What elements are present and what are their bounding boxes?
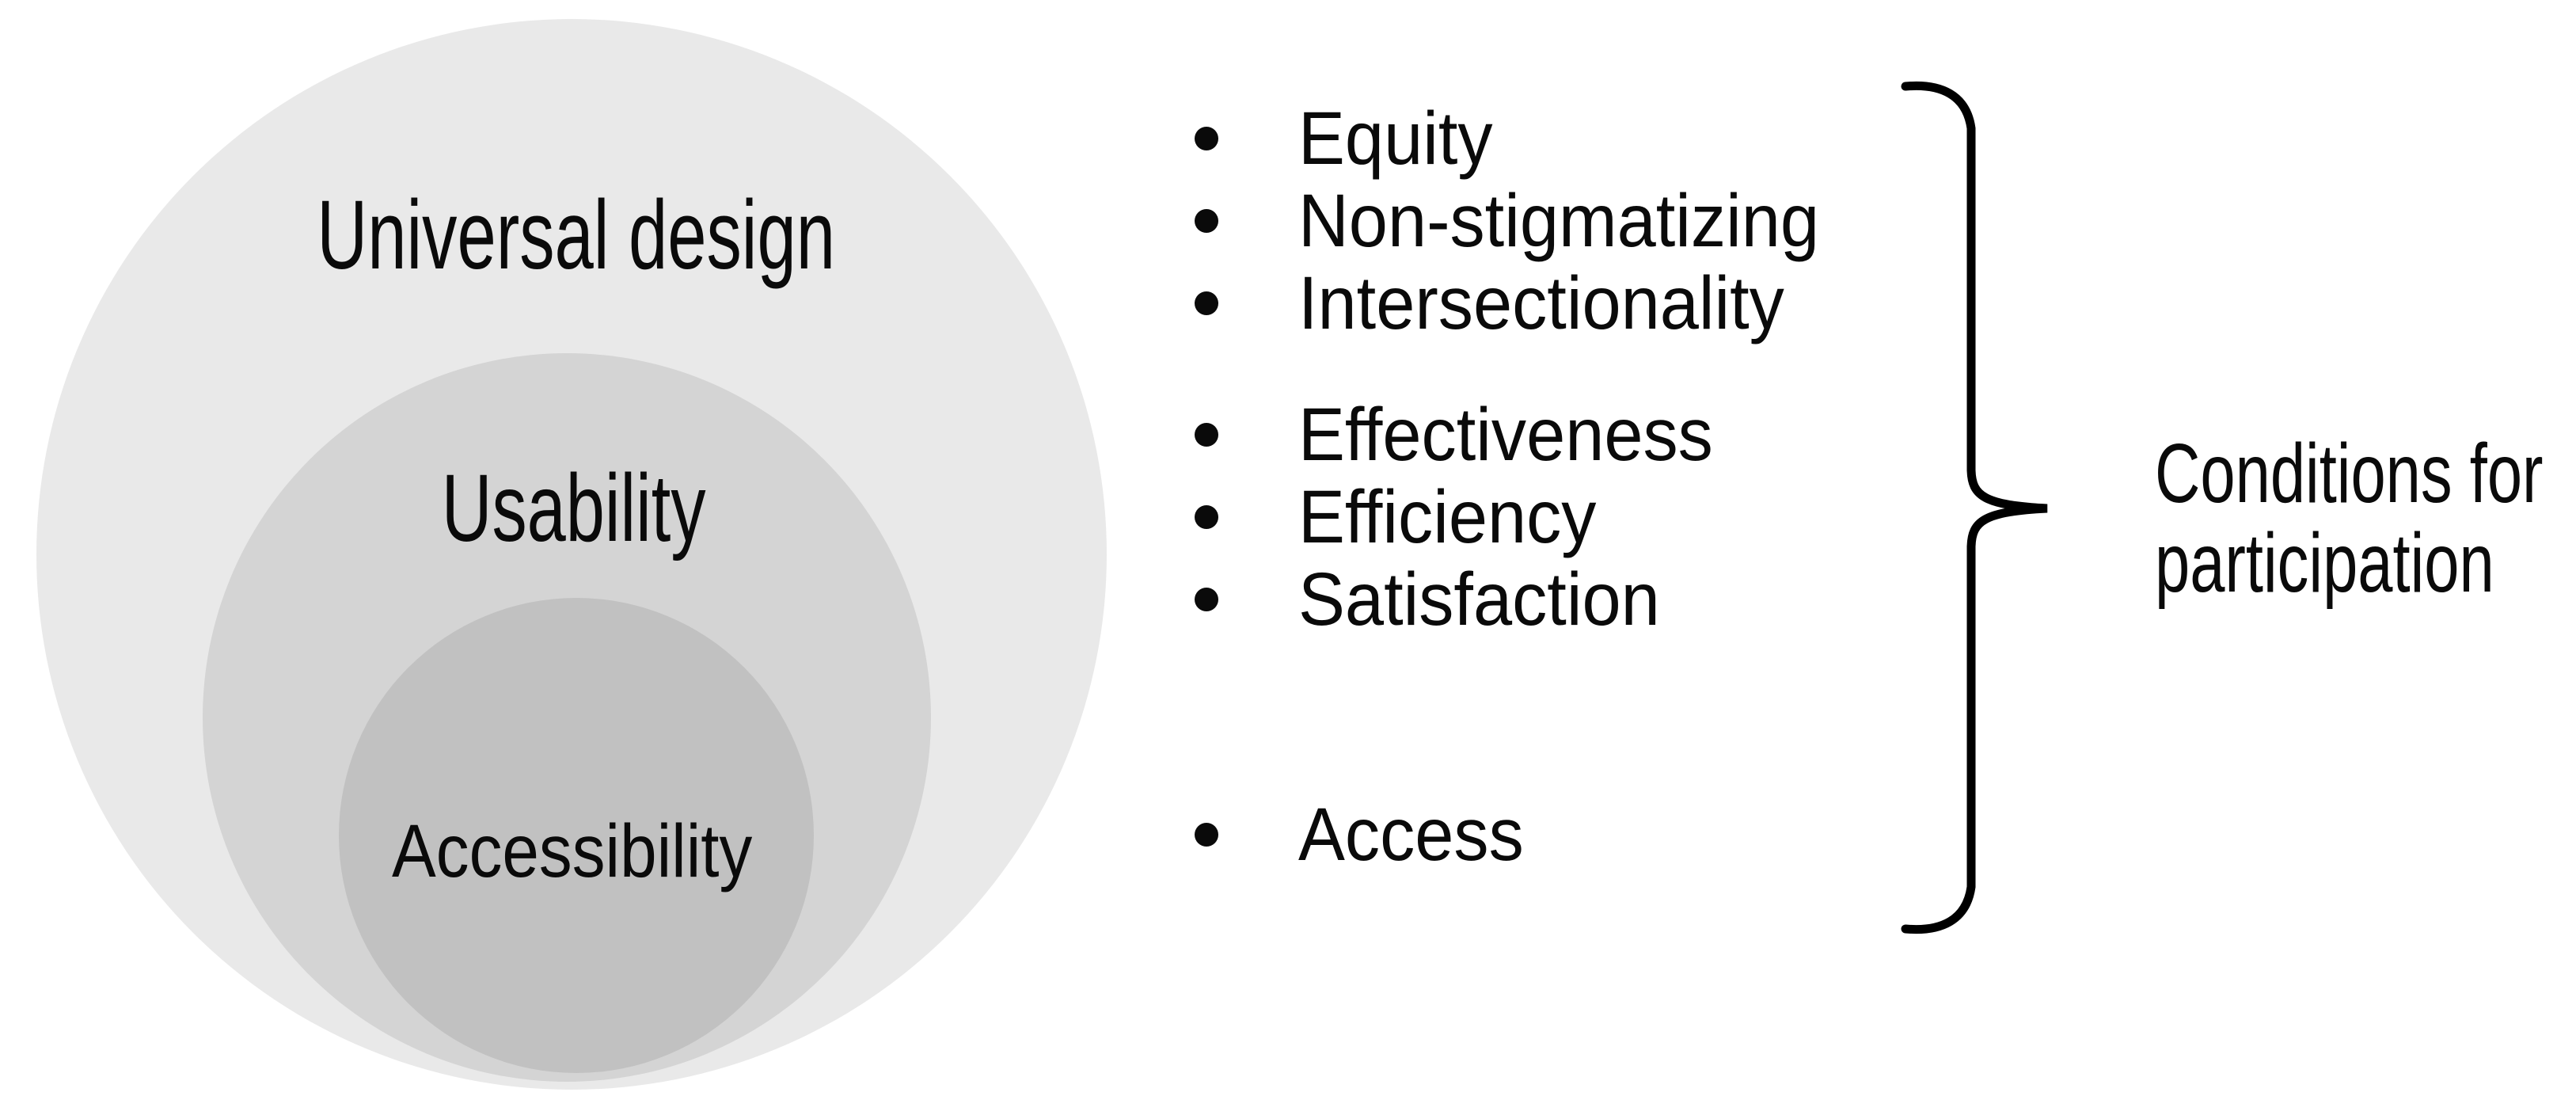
list-item: Effectiveness <box>1187 394 1979 476</box>
universal-design-label: Universal design <box>41 187 1111 284</box>
list-item: Equity <box>1187 97 1979 180</box>
accessibility-circle <box>339 598 814 1073</box>
bullet-icon <box>1195 505 1218 529</box>
bullet-label: Efficiency <box>1298 475 1597 559</box>
conditions-for-participation-label: Conditions for participation <box>2155 429 2576 608</box>
universal-design-bullet-list: Equity Non-stigmatizing Intersectionalit… <box>1187 97 1979 344</box>
usability-bullet-list: Effectiveness Efficiency Satisfaction <box>1187 394 1979 641</box>
universal-design-label-text: Universal design <box>317 181 836 290</box>
bullet-icon <box>1195 127 1218 150</box>
usability-label-text: Usability <box>442 454 706 561</box>
bullet-label: Access <box>1298 793 1524 877</box>
list-item: Access <box>1187 793 1979 876</box>
bullet-icon <box>1195 291 1218 315</box>
bullet-label: Non-stigmatizing <box>1298 179 1819 263</box>
bullet-icon <box>1195 823 1218 847</box>
bullet-label: Effectiveness <box>1298 393 1713 477</box>
bullet-label: Intersectionality <box>1298 261 1784 345</box>
bullet-label: Satisfaction <box>1298 558 1660 641</box>
bullet-icon <box>1195 588 1218 611</box>
conditions-label-line-1: Conditions for <box>2155 427 2544 520</box>
bullet-label: Equity <box>1298 97 1493 181</box>
list-item: Intersectionality <box>1187 262 1979 344</box>
accessibility-label: Accessibility <box>335 814 810 889</box>
list-item: Non-stigmatizing <box>1187 180 1979 262</box>
bullet-icon <box>1195 423 1218 447</box>
list-item: Satisfaction <box>1187 558 1979 641</box>
usability-label: Usability <box>210 460 938 556</box>
bullet-icon <box>1195 209 1218 233</box>
accessibility-label-text: Accessibility <box>392 809 753 893</box>
list-item: Efficiency <box>1187 476 1979 558</box>
conditions-label-line-2: participation <box>2155 516 2494 610</box>
accessibility-bullet-list: Access <box>1187 793 1979 876</box>
